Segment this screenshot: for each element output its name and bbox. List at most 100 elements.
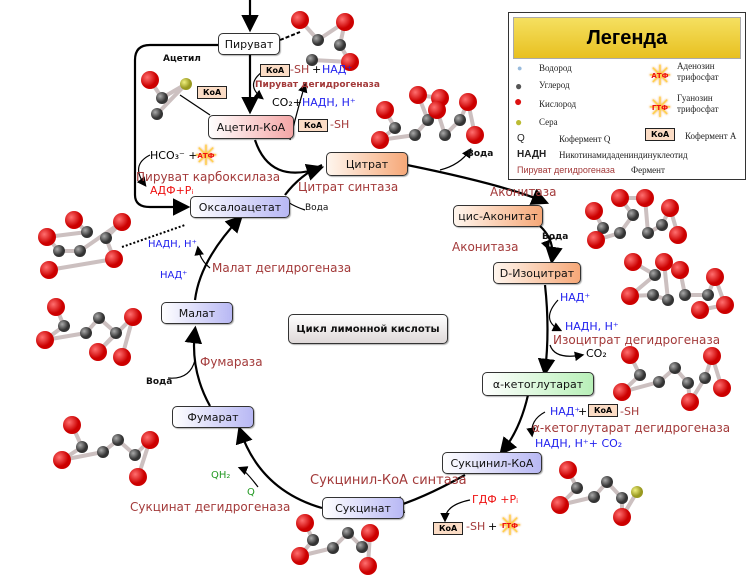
oxygen-atom xyxy=(655,253,673,271)
succinyl-coa-molecule xyxy=(551,461,643,526)
enzyme-aconitase-1: Аконитаза xyxy=(490,185,557,199)
water-aconitase-in: Вода xyxy=(542,232,569,242)
enzyme-pyruvate-carboxylase: Пируват карбоксилаза xyxy=(136,170,281,184)
sulfur-atom xyxy=(631,486,643,498)
acetyl-coa-box[interactable]: Ацетил-КоА xyxy=(208,115,294,139)
nadh-symbol: НАДН xyxy=(517,149,547,160)
oxygen-atom xyxy=(53,451,71,469)
legend-panel: Легенда ● Водород ● Углерод ● Кислород ●… xyxy=(508,12,746,180)
carbon-atom xyxy=(334,39,346,51)
oxygen-atom xyxy=(613,508,631,526)
q-label: Q xyxy=(247,487,255,498)
oxygen-atom xyxy=(428,101,446,119)
carbon-atom xyxy=(306,54,318,66)
legend-sulfur: Сера xyxy=(539,117,558,127)
succinyl-coa-box[interactable]: Сукцинил-КоА xyxy=(442,452,542,474)
gtp-icon: ГТФ xyxy=(497,513,523,539)
legend-carbon: Углерод xyxy=(539,80,570,90)
legend-atp: Аденозин трифосфат xyxy=(677,61,719,82)
carbon-atom xyxy=(53,245,65,257)
oxygen-atom xyxy=(691,301,709,319)
carbon-atom xyxy=(647,289,659,301)
pyruvate-box[interactable]: Пируват xyxy=(218,33,280,55)
oxygen-atom xyxy=(713,379,731,397)
fumarate-box[interactable]: Фумарат xyxy=(172,406,254,428)
legend-nadh: Никотинамидадениндинуклеотид xyxy=(559,150,688,160)
oxygen-atom xyxy=(124,308,142,326)
citrate-box[interactable]: Цитрат xyxy=(326,152,408,176)
hco3-label: HCO₃⁻ + xyxy=(150,149,198,162)
sh-ketoglutarate: -SH xyxy=(620,405,640,418)
carbon-atom xyxy=(669,362,681,374)
nadh-pdh: НАДН, Н⁺ xyxy=(302,96,356,109)
koa-ketoglutarate: КоА xyxy=(588,404,619,417)
sulfur-icon: ● xyxy=(515,115,523,129)
oxygen-atom xyxy=(336,13,354,31)
enzyme-aconitase-2: Аконитаза xyxy=(452,240,519,254)
malate-molecule xyxy=(36,298,142,366)
koa-citrate-synthase: КоА xyxy=(298,119,329,132)
sh-succinyl-synthase: -SH xyxy=(466,520,486,533)
legend-koa: Кофермент А xyxy=(685,131,737,141)
enzyme-succinate-dehydrogenase: Сукцинат дегидрогеназа xyxy=(130,500,291,514)
carbon-atom xyxy=(156,92,168,104)
oxygen-atom xyxy=(621,346,639,364)
legend-coenzyme-q: Кофермент Q xyxy=(559,134,611,144)
oxygen-atom xyxy=(113,348,131,366)
cis-aconitate-molecule xyxy=(585,189,687,249)
coenzyme-q-symbol: Q xyxy=(517,133,525,144)
enzyme-symbol: Пируват дегидрогеназа xyxy=(517,165,615,175)
oxygen-icon: ● xyxy=(514,95,523,110)
legend-hydrogen: Водород xyxy=(539,63,572,73)
carbon-atom xyxy=(409,129,421,141)
isocitrate-box[interactable]: D-Изоцитрат xyxy=(493,262,581,284)
atp-icon: АТФ xyxy=(647,63,673,89)
carbon-atom xyxy=(616,492,628,504)
carbon-atom xyxy=(129,449,141,461)
carbon-atom xyxy=(588,491,600,503)
koa-symbol: КоА xyxy=(645,128,676,141)
oxygen-atom xyxy=(613,383,631,401)
oxygen-atom xyxy=(141,71,159,89)
oxygen-atom xyxy=(291,547,309,565)
carbon-atom xyxy=(662,294,674,306)
succinate-box[interactable]: Сукцинат xyxy=(322,497,404,519)
oxygen-atom xyxy=(585,202,603,220)
malate-box[interactable]: Малат xyxy=(161,302,233,324)
cis-aconitate-box[interactable]: цис-Аконитат xyxy=(453,205,543,227)
oxygen-atom xyxy=(706,268,724,286)
oxygen-atom xyxy=(466,126,484,144)
plus-pdh: + xyxy=(312,63,322,76)
nad-ketoglutarate: НАД⁺ xyxy=(550,405,581,418)
oxygen-atom xyxy=(296,514,314,532)
water-aconitase-out: Вода xyxy=(467,149,494,159)
oxygen-atom xyxy=(105,250,123,268)
enzyme-isocitrate-dehydrogenase: Изоцитрат дегидрогеназа xyxy=(553,333,721,347)
nadh-isocitrate: НАДН, Н⁺ xyxy=(565,320,619,333)
water-fumarase: Вода xyxy=(146,377,173,387)
oxygen-atom xyxy=(551,496,569,514)
carbon-atom xyxy=(614,227,626,239)
carbon-atom xyxy=(389,122,401,134)
carbon-atom xyxy=(679,289,691,301)
oxygen-atom xyxy=(36,331,54,349)
oxygen-atom xyxy=(63,416,81,434)
adp-pi-label: АДФ+Pᵢ xyxy=(150,184,194,197)
pyruvate-molecule xyxy=(291,11,359,71)
ketoglutarate-box[interactable]: α-кетоглутарат xyxy=(482,372,594,396)
carbon-atom xyxy=(627,209,639,221)
oxygen-atom xyxy=(636,189,654,207)
carbon-atom xyxy=(702,289,714,301)
oxygen-atom xyxy=(376,101,394,119)
carbon-atom xyxy=(682,377,694,389)
carbon-atom xyxy=(110,327,122,339)
gdp-pi-label: ГДФ +Pᵢ xyxy=(472,493,519,506)
oxaloacetate-box[interactable]: Оксалоацетат xyxy=(190,196,290,218)
carbon-atom xyxy=(151,108,163,120)
oxygen-atom xyxy=(89,343,107,361)
oxygen-atom xyxy=(40,261,58,279)
carbon-atom xyxy=(327,542,339,554)
carbon-atom xyxy=(653,376,665,388)
